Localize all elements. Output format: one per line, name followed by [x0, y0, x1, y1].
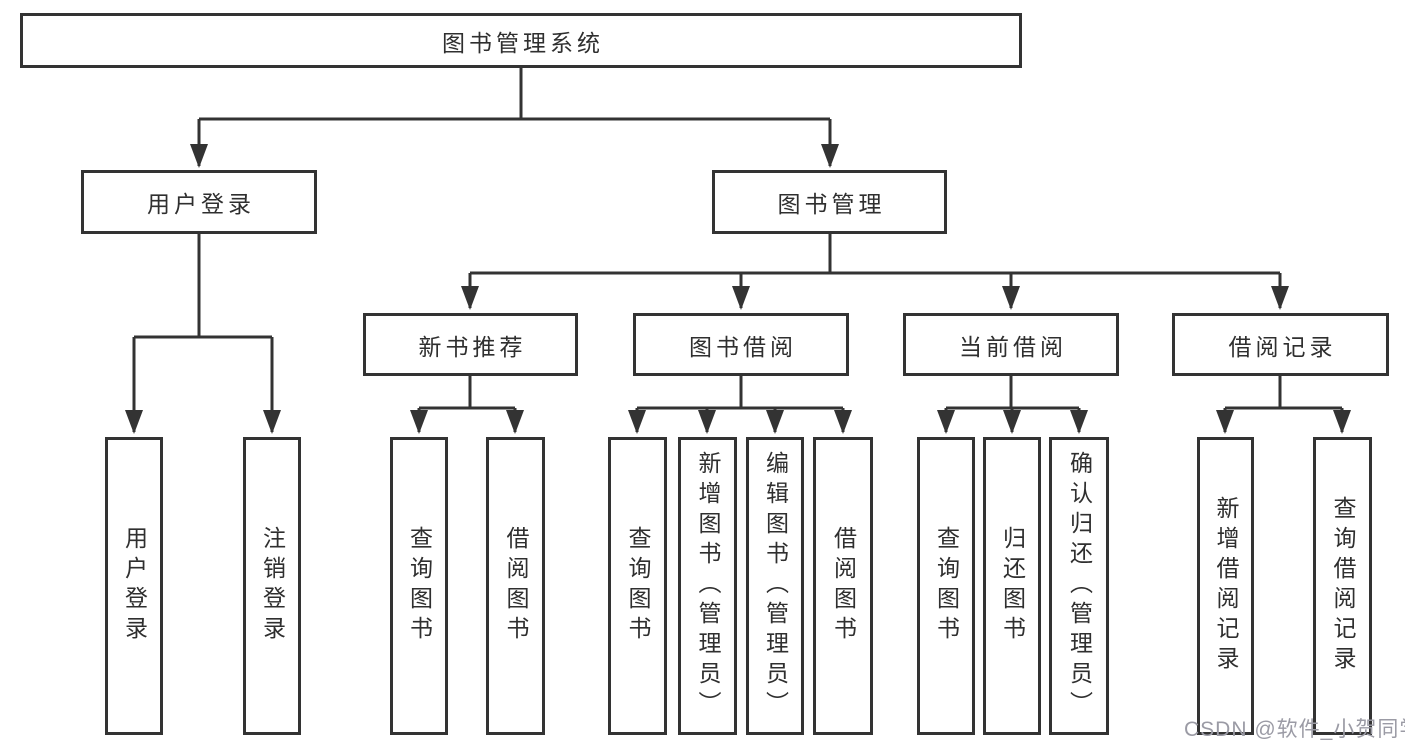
- node-label: 图书管理: [777, 191, 886, 217]
- node-label: 用户登录: [121, 526, 148, 646]
- leaf-return-books: 归还图书: [983, 437, 1041, 735]
- node-label: 查询借阅记录: [1330, 496, 1356, 676]
- csdn-watermark: CSDN @软件_小贺同学: [1184, 718, 1405, 741]
- leaf-confirm-return-admin: 确认归还（管理员）: [1049, 437, 1109, 735]
- leaf-query-books-current: 查询图书: [917, 437, 975, 735]
- node-label: 图书管理系统: [442, 29, 604, 56]
- node-book-borrowing: 图书借阅: [633, 313, 849, 376]
- leaf-add-books-admin: 新增图书（管理员）: [678, 437, 737, 735]
- node-label: 确认归还（管理员）: [1066, 451, 1093, 721]
- leaf-borrow-books-borrowing: 借阅图书: [813, 437, 873, 735]
- leaf-query-books-recommend: 查询图书: [390, 437, 448, 735]
- leaf-query-borrow-record: 查询借阅记录: [1313, 437, 1372, 735]
- node-book-management: 图书管理: [712, 170, 947, 234]
- node-user-login: 用户登录: [81, 170, 317, 234]
- node-label: 借阅图书: [830, 526, 857, 646]
- node-borrowing-records: 借阅记录: [1172, 313, 1389, 376]
- node-label: 当前借阅: [959, 333, 1067, 360]
- node-label: 借阅记录: [1228, 333, 1337, 360]
- node-label: 注销登录: [259, 526, 286, 646]
- node-current-borrowing: 当前借阅: [903, 313, 1119, 376]
- leaf-edit-books-admin: 编辑图书（管理员）: [746, 437, 804, 735]
- node-new-book-recommendation: 新书推荐: [363, 313, 578, 376]
- leaf-add-borrow-record: 新增借阅记录: [1197, 437, 1254, 735]
- node-label: 查询图书: [406, 526, 433, 646]
- node-label: 编辑图书（管理员）: [762, 451, 789, 721]
- node-library-system: 图书管理系统: [20, 13, 1022, 68]
- node-label: 归还图书: [999, 526, 1026, 646]
- node-label: 新增借阅记录: [1213, 496, 1239, 676]
- node-label: 借阅图书: [503, 526, 529, 646]
- leaf-logout: 注销登录: [243, 437, 301, 735]
- node-label: 用户登录: [147, 191, 255, 217]
- node-label: 新增图书（管理员）: [695, 451, 721, 721]
- leaf-query-books-borrowing: 查询图书: [608, 437, 667, 735]
- node-label: 查询图书: [625, 526, 651, 646]
- node-label: 查询图书: [933, 526, 960, 646]
- leaf-borrow-books-recommend: 借阅图书: [486, 437, 545, 735]
- node-label: 图书借阅: [689, 333, 797, 360]
- leaf-user-login: 用户登录: [105, 437, 163, 735]
- node-label: 新书推荐: [418, 333, 527, 360]
